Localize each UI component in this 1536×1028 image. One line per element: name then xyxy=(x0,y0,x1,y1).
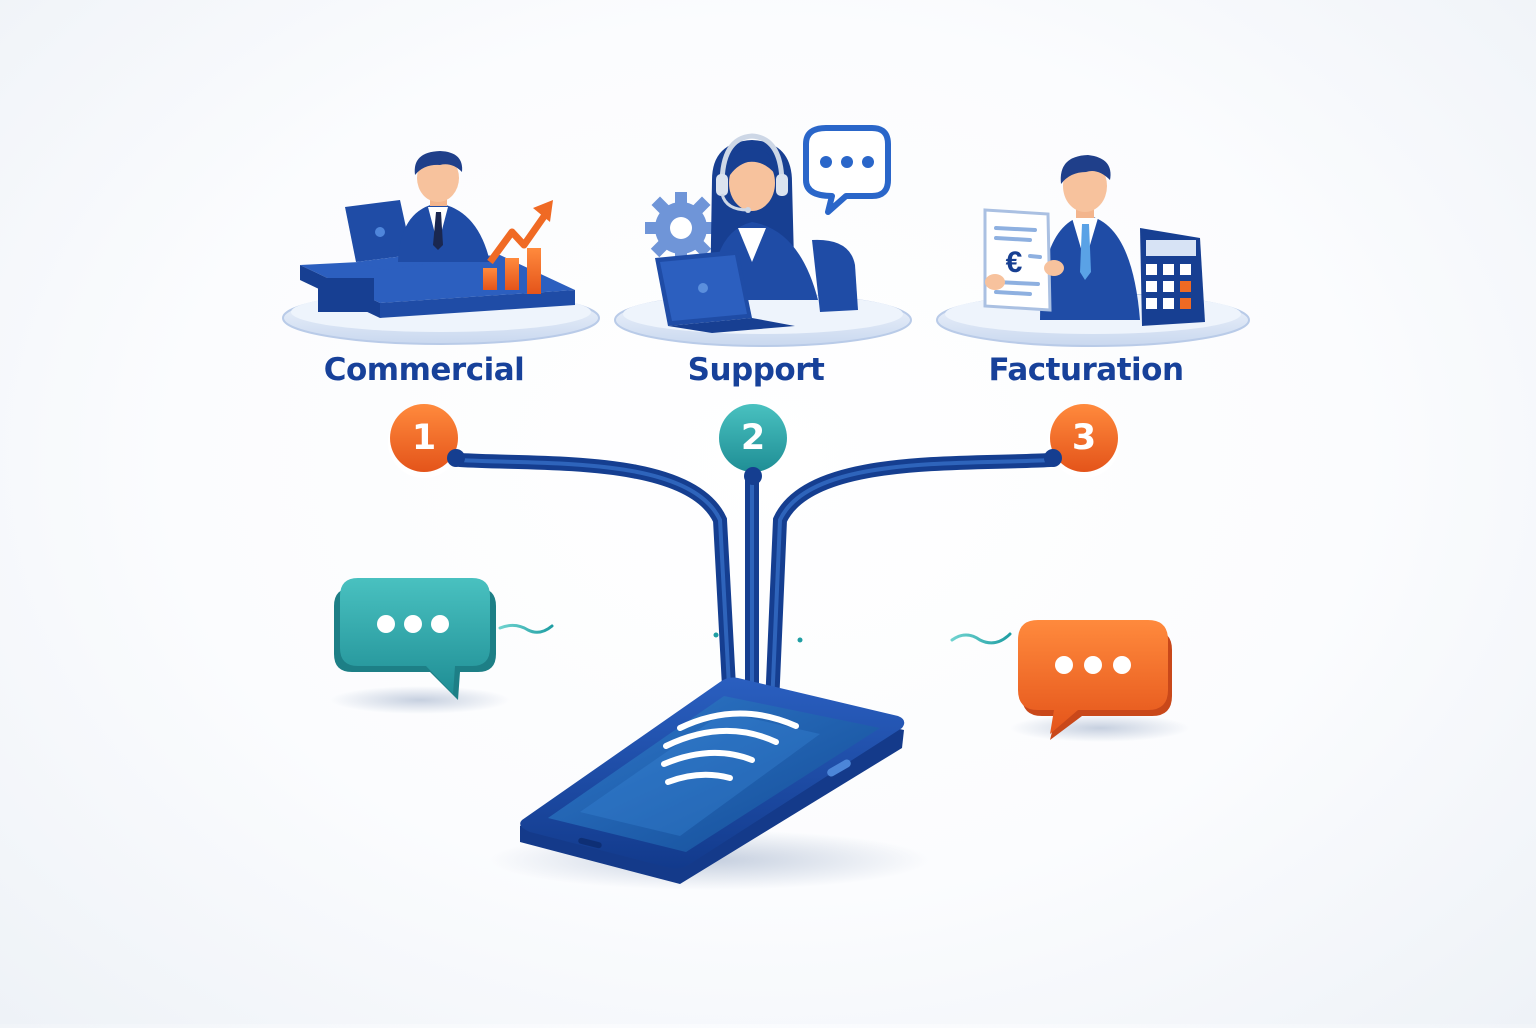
badge-number-2: 2 xyxy=(740,418,766,458)
chat-bubble-icon xyxy=(1010,620,1190,742)
department-facturation: € xyxy=(936,155,1250,347)
department-commercial xyxy=(282,151,600,345)
department-support xyxy=(614,125,912,347)
chat-bubble-icon xyxy=(330,578,510,714)
support-laptop-icon xyxy=(655,250,795,333)
invoice-document-icon: € xyxy=(983,208,1064,312)
invoice-symbol: € xyxy=(1006,246,1023,279)
badge-3 xyxy=(1044,404,1120,478)
badge-number-3: 3 xyxy=(1071,418,1097,458)
badge-number-1: 1 xyxy=(411,418,437,458)
department-label-facturation: Facturation xyxy=(988,352,1184,388)
department-label-commercial: Commercial xyxy=(323,352,525,388)
routing-connector xyxy=(453,453,1057,712)
support-chair xyxy=(812,239,858,312)
salesman-avatar xyxy=(398,151,490,262)
growth-chart-icon xyxy=(483,200,553,294)
smartphone-icon xyxy=(490,677,930,890)
sound-wave-icon xyxy=(498,577,719,693)
signal-waves xyxy=(661,710,799,785)
badge-2 xyxy=(717,404,789,485)
sound-wave-icon xyxy=(797,579,1012,699)
accountant-avatar xyxy=(1040,155,1140,320)
chat-bubble-icon xyxy=(803,125,891,215)
department-label-support: Support xyxy=(687,352,825,388)
calculator-icon xyxy=(1140,228,1205,326)
badge-1 xyxy=(388,404,465,478)
